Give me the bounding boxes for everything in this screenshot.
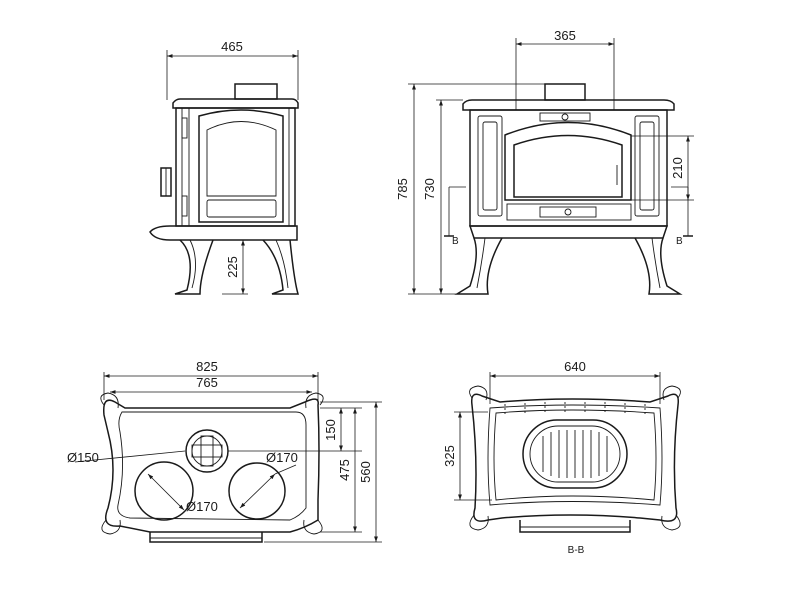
dim-side-window-height: 210 [670, 157, 685, 179]
dim-side-total-height: 785 [395, 178, 410, 200]
side-view: 365 785 730 210 B B [395, 28, 694, 295]
dim-section-width: 640 [564, 359, 586, 374]
dim-top-body-width: 765 [196, 375, 218, 390]
dim-side-top-width: 365 [554, 28, 576, 43]
section-marker-left: B [452, 236, 459, 247]
dim-top-flue-offset: 150 [323, 419, 338, 441]
dim-front-width: 465 [221, 39, 243, 54]
front-view: 465 225 [149, 39, 299, 295]
dim-top-body-depth: 475 [337, 459, 352, 481]
section-marker-right: B [676, 236, 683, 247]
section-view: 640 325 B-B [442, 359, 681, 556]
dim-hotplate-left-diameter: Ø170 [186, 499, 218, 514]
dim-side-body-height: 730 [422, 178, 437, 200]
dim-top-overall-depth: 560 [358, 461, 373, 483]
dim-front-leg-height: 225 [225, 256, 240, 278]
top-view: 825 765 Ø150 Ø170 Ø170 150 475 560 [67, 359, 382, 543]
grate-bars [542, 430, 608, 478]
dim-section-depth: 325 [442, 445, 457, 467]
section-label: B-B [568, 545, 585, 556]
dim-top-overall-width: 825 [196, 359, 218, 374]
dim-hotplate-right-diameter: Ø170 [266, 450, 298, 465]
dim-flue-diameter: Ø150 [67, 450, 99, 465]
